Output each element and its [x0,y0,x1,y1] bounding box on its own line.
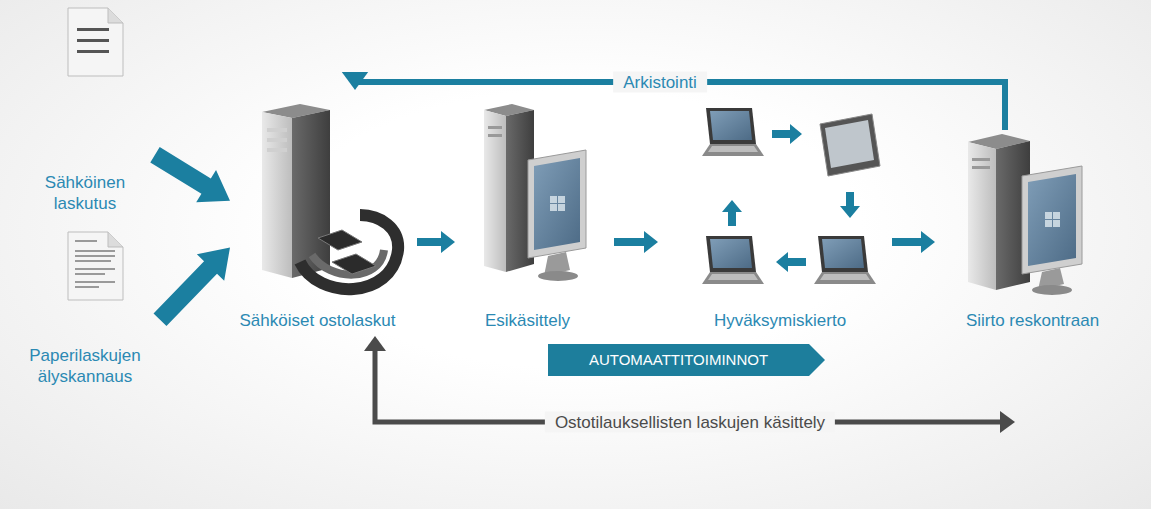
thick-arrow [614,231,658,253]
banner-text: AUTOMAATTITOIMINNOT [589,351,768,369]
document-icon [68,8,123,76]
node-label: Siirto reskontraan [966,310,1099,331]
computer-illustration [484,104,586,281]
thick-arrow [154,247,230,326]
connector [150,147,230,202]
laptop-illustration [702,108,880,284]
connector [892,231,935,253]
thick-arrow [892,231,935,253]
source-label: Paperilaskujen älyskannaus [10,228,160,392]
connector [154,247,230,326]
source-label: Sähköinen laskutus [15,5,155,219]
process-node: Esikäsittely [465,95,590,336]
process-node: Sähköiset ostolaskut [230,90,405,336]
thick-arrow [150,147,230,202]
node-label: Paperilaskujen älyskannaus [10,345,160,387]
connector-label: Ostotilauksellisten laskujen käsittely [545,412,835,433]
document-icon [68,232,123,300]
node-label: Sähköiset ostolaskut [240,310,396,331]
connector [614,231,658,253]
computer-illustration [968,134,1082,295]
connector [364,336,1015,433]
connector-label: Arkistointi [613,72,707,93]
process-node: Siirto reskontraan [945,130,1120,336]
thick-arrow [417,231,455,253]
node-label: Esikäsittely [485,310,570,331]
banner-arrow: AUTOMAATTITOIMINNOT [548,344,825,376]
node-label: Sähköinen laskutus [15,172,155,214]
connector [417,231,455,253]
arrowhead [364,336,386,351]
arrowhead [342,72,368,90]
connector [342,72,1005,130]
arrowhead [1000,411,1015,433]
process-node: Hyväksymiskierto [680,95,880,336]
node-label: Hyväksymiskierto [714,310,846,331]
server-illustration [262,104,398,289]
